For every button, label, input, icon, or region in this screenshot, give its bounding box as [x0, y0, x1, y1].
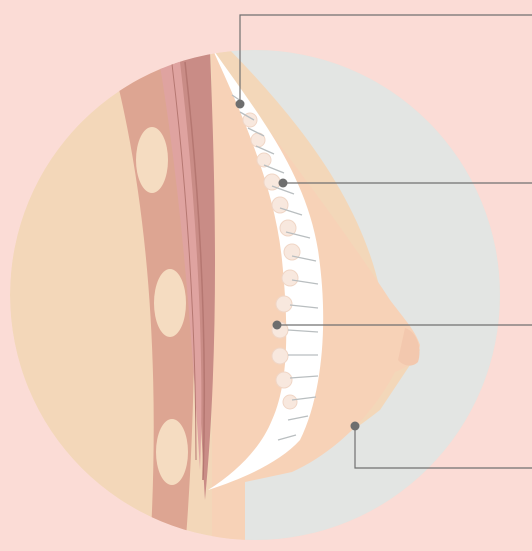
lobule: [283, 395, 297, 409]
lobule: [257, 153, 271, 167]
dot-marker-icon: [273, 321, 282, 330]
lobule: [272, 348, 288, 364]
lobule: [282, 270, 298, 286]
dot-marker-icon: [279, 179, 288, 188]
lobule: [276, 296, 292, 312]
dot-marker-icon: [236, 100, 245, 109]
rib-spot-3: [156, 419, 188, 485]
lobule: [272, 197, 288, 213]
rib-spot-1: [136, 127, 168, 193]
dot-marker-icon: [351, 422, 360, 431]
rib-spot-2: [154, 269, 186, 337]
lobule: [276, 372, 292, 388]
